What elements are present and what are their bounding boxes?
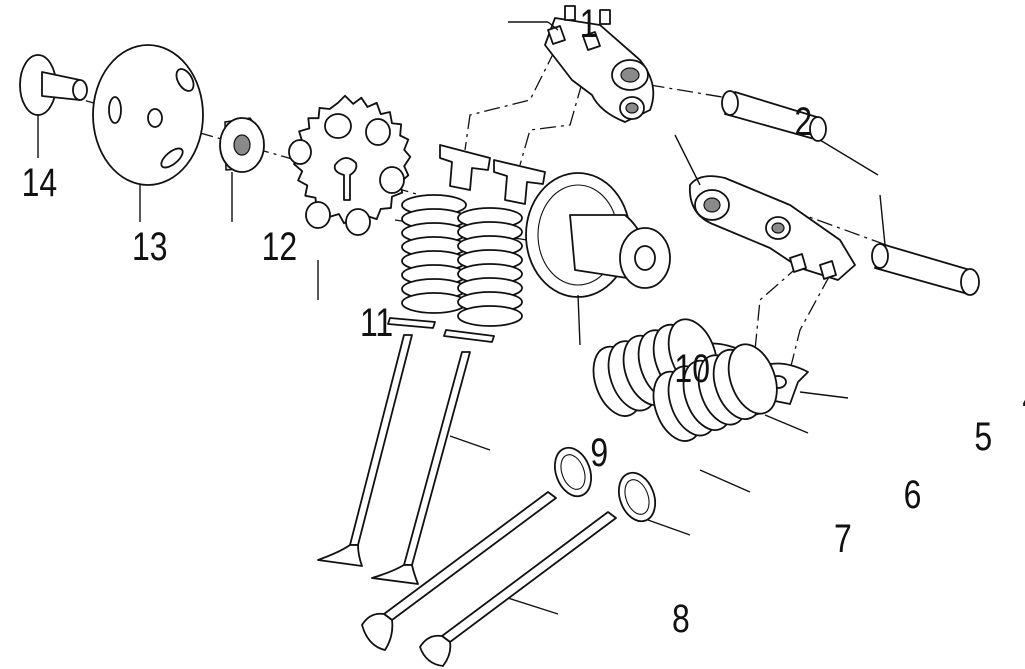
spacer-collar-part (219, 117, 265, 173)
springs-intake (401, 194, 523, 327)
callout-8: 8 (672, 596, 690, 641)
sprocket-plate-part (92, 44, 204, 186)
springs-exhaust (592, 318, 778, 442)
callout-14: 14 (22, 160, 58, 205)
rocker-shaft-lower (871, 243, 980, 296)
cam-sprocket-part (288, 94, 412, 236)
callout-2: 2 (794, 99, 812, 144)
rocker-arm-exhaust-part (689, 175, 856, 281)
callout-12: 12 (262, 224, 298, 269)
callout-labels: 1 2 3 4 5 6 7 8 9 10 11 12 13 14 (22, 1, 1025, 641)
intake-valves (317, 317, 495, 585)
retainers-intake (439, 144, 546, 205)
callout-7: 7 (834, 516, 852, 561)
callout-4: 4 (1022, 376, 1025, 421)
callout-5: 5 (974, 414, 992, 459)
callout-10: 10 (674, 346, 710, 391)
callout-11: 11 (360, 300, 393, 345)
callout-9: 9 (590, 430, 608, 475)
callout-6: 6 (904, 472, 922, 517)
exhaust-valves (361, 491, 617, 667)
callout-1: 1 (580, 1, 598, 46)
bolt-part (19, 54, 88, 116)
spring-seats (553, 446, 657, 523)
camshaft-bearing-part (525, 172, 671, 298)
callout-13: 13 (132, 224, 168, 269)
leader-lines (37, 21, 886, 615)
rocker-shaft-upper (721, 90, 827, 142)
rocker-arm-intake-part (544, 5, 655, 123)
